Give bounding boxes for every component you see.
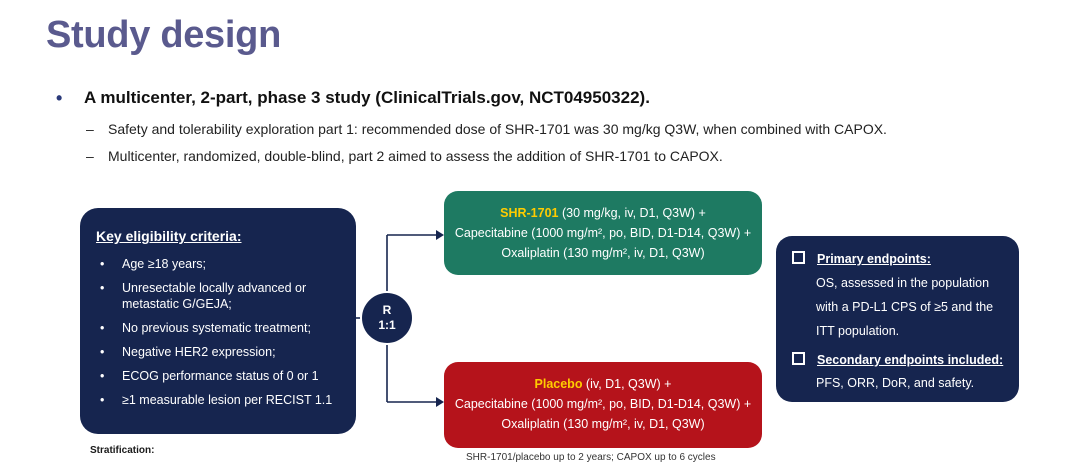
- secondary-endpoints-text: PFS, ORR, DoR, and safety.: [816, 376, 975, 390]
- arm-line-2: Capecitabine (1000 mg/m², po, BID, D1-D1…: [454, 397, 752, 411]
- bullet-dot-icon: •: [100, 257, 105, 271]
- bullet-dot-icon: •: [100, 369, 105, 383]
- dash-icon: –: [86, 121, 94, 137]
- secondary-endpoints-heading: Secondary endpoints included:: [792, 352, 1003, 367]
- arm-dose: (30 mg/kg, iv, D1, Q3W) +: [558, 206, 706, 220]
- randomization-label: R: [382, 303, 392, 317]
- eligibility-item-text: Unresectable locally advanced or metasta…: [122, 281, 307, 311]
- stratification-label: Stratification:: [90, 445, 155, 456]
- eligibility-list: • Age ≥18 years; • Unresectable locally ad…: [96, 256, 346, 416]
- dash-icon: –: [86, 148, 94, 164]
- randomization-ratio: 1:1: [378, 318, 396, 332]
- bullet-dot-icon: •: [100, 281, 105, 295]
- list-item: • ≥1 measurable lesion per RECIST 1.1: [96, 392, 346, 408]
- page-title: Study design: [46, 14, 281, 56]
- eligibility-box: Key eligibility criteria: • Age ≥18 years…: [80, 208, 356, 434]
- arm-drug-name: Placebo: [534, 377, 583, 391]
- eligibility-item-text: No previous systematic treatment;: [122, 321, 311, 335]
- checkbox-square-icon: [792, 352, 805, 365]
- list-item: • No previous systematic treatment;: [96, 320, 346, 336]
- primary-endpoints-text: OS, assessed in the population with a PD…: [816, 276, 994, 338]
- shr-1701-arm-box: SHR-1701 (30 mg/kg, iv, D1, Q3W) + Capec…: [444, 191, 762, 275]
- primary-endpoints-heading: Primary endpoints:: [792, 251, 931, 266]
- arm-line-2: Capecitabine (1000 mg/m², po, BID, D1-D1…: [454, 226, 752, 240]
- arm-drug-name: SHR-1701: [500, 206, 559, 220]
- bullet-dot-icon: •: [100, 321, 105, 335]
- main-bullet-text: A multicenter, 2-part, phase 3 study (Cl…: [84, 88, 650, 107]
- list-item: • Unresectable locally advanced or metast…: [96, 280, 346, 312]
- list-item: • Age ≥18 years;: [96, 256, 346, 272]
- arm-line-1: SHR-1701 (30 mg/kg, iv, D1, Q3W) +: [444, 203, 762, 223]
- sub-bullet-text: Multicenter, randomized, double-blind, p…: [108, 148, 723, 164]
- eligibility-title: Key eligibility criteria:: [96, 228, 242, 244]
- primary-endpoints-label: Primary endpoints: [817, 252, 927, 266]
- placebo-arm-box: Placebo (iv, D1, Q3W) + Capecitabine (10…: [444, 362, 762, 448]
- arm-line-3: Oxaliplatin (130 mg/m², iv, D1, Q3W): [501, 417, 705, 431]
- secondary-endpoints-label: Secondary endpoints included:: [817, 353, 1004, 367]
- eligibility-item-text: Negative HER2 expression;: [122, 345, 276, 359]
- arrow-right-icon: [436, 397, 444, 407]
- randomization-circle: R 1:1: [362, 293, 412, 343]
- list-item: • ECOG performance status of 0 or 1: [96, 368, 346, 384]
- primary-endpoints-colon: :: [926, 252, 931, 266]
- sub-bullet-text: Safety and tolerability exploration part…: [108, 121, 887, 137]
- arm-line-3: Oxaliplatin (130 mg/m², iv, D1, Q3W): [501, 246, 705, 260]
- treatment-duration-footnote: SHR-1701/placebo up to 2 years; CAPOX up…: [466, 452, 716, 463]
- eligibility-item-text: Age ≥18 years;: [122, 257, 206, 271]
- bullet-dot-icon: •: [100, 393, 105, 407]
- list-item: • Negative HER2 expression;: [96, 344, 346, 360]
- eligibility-item-text: ≥1 measurable lesion per RECIST 1.1: [122, 393, 333, 407]
- checkbox-square-icon: [792, 251, 805, 264]
- eligibility-item-text: ECOG performance status of 0 or 1: [122, 369, 319, 383]
- bullet-dot-icon: •: [100, 345, 105, 359]
- endpoints-box: Primary endpoints: OS, assessed in the p…: [776, 236, 1019, 402]
- arrow-right-icon: [436, 230, 444, 240]
- bullet-dot-icon: •: [56, 88, 63, 108]
- arm-dose: (iv, D1, Q3W) +: [582, 377, 672, 391]
- arm-line-1: Placebo (iv, D1, Q3W) +: [444, 374, 762, 394]
